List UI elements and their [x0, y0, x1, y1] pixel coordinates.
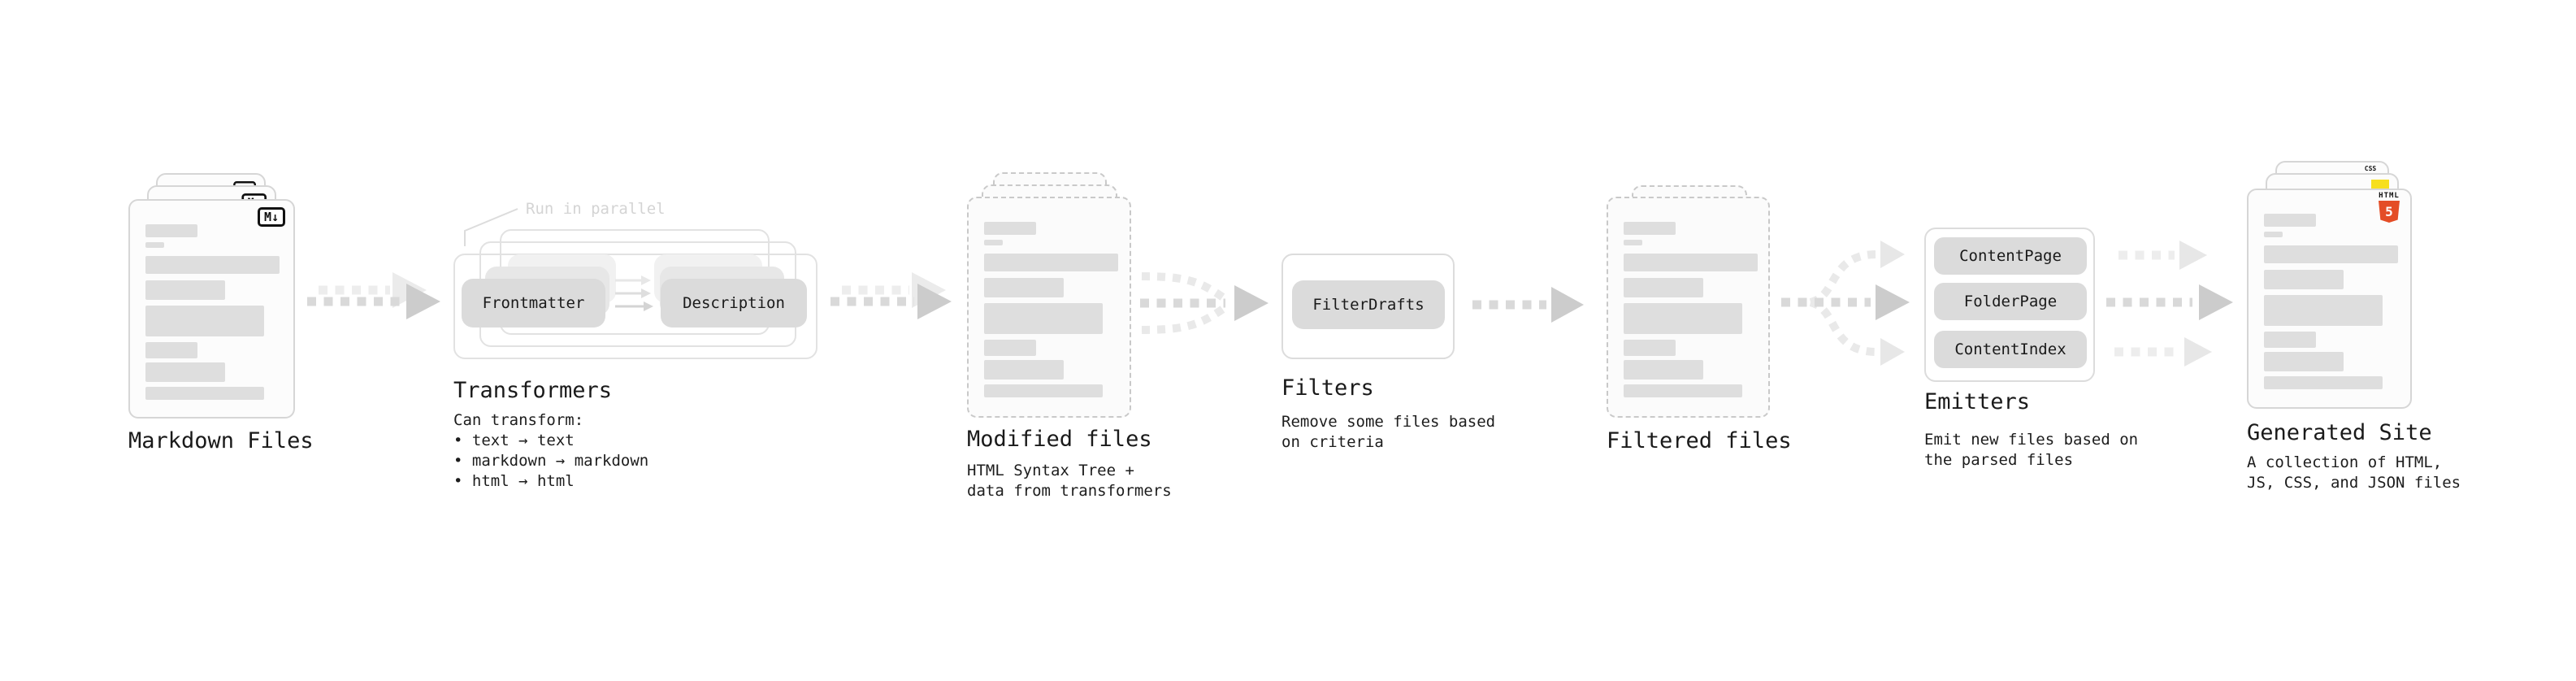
html5-icon-label: HTML [2379, 192, 2400, 200]
description-step: Description [661, 279, 807, 327]
folderpage-step: FolderPage [1934, 283, 2087, 320]
skeleton-text-bar [145, 306, 264, 336]
modified-files-label: Modified files [967, 427, 1152, 452]
filters-container [1281, 254, 1455, 359]
skeleton-text-bar [2264, 232, 2283, 237]
arrow-emitters-to-generated [2106, 241, 2233, 367]
skeleton-text-bar [1624, 360, 1703, 380]
skeleton-text-bar [984, 303, 1103, 334]
skeleton-text-bar [145, 342, 197, 358]
arrow-filters-to-filtered [1472, 287, 1584, 323]
skeleton-text-bar [1624, 278, 1703, 297]
html5-icon: HTML 5 [2379, 192, 2400, 223]
emitters-label: Emitters [1924, 389, 2031, 414]
html5-icon-shield: 5 [2379, 201, 2400, 223]
skeleton-text-bar [1624, 222, 1676, 235]
skeleton-text-bar [1624, 303, 1742, 334]
skeleton-text-bar [984, 222, 1036, 235]
js-icon [2371, 180, 2389, 189]
arrow-filtered-to-emitters [1781, 241, 1910, 366]
markdown-icon: M↓ [257, 207, 285, 227]
skeleton-text-bar [984, 384, 1103, 397]
filtered-files-label: Filtered files [1607, 428, 1792, 453]
generated-site-description: A collection of HTML, JS, CSS, and JSON … [2247, 453, 2461, 492]
skeleton-text-bar [1624, 240, 1642, 245]
markdown-files-label: Markdown Files [128, 428, 314, 453]
html5-icon-number: 5 [2385, 204, 2393, 219]
skeleton-text-bar [2264, 376, 2383, 389]
skeleton-text-bar [2264, 295, 2383, 326]
emitters-description: Emit new files based on the parsed files [1924, 431, 2139, 469]
arrow-modified-to-filters [1140, 272, 1268, 334]
modified-files-description: HTML Syntax Tree + data from transformer… [967, 462, 1172, 500]
skeleton-text-bar [1624, 340, 1676, 356]
skeleton-text-bar [145, 362, 225, 382]
arrow-transformers-to-modified [830, 272, 952, 319]
skeleton-text-bar [2264, 270, 2344, 289]
markdown-file-card-front: M↓ [128, 199, 295, 419]
emitters-container [1924, 228, 2095, 382]
skeleton-text-bar [984, 360, 1064, 380]
skeleton-text-bar [1624, 254, 1758, 271]
skeleton-text-bar [2264, 352, 2344, 371]
skeleton-text-bar [145, 224, 197, 237]
filters-description: Remove some files based on criteria [1281, 413, 1496, 451]
skeleton-text-bar [984, 340, 1036, 356]
transformers-label: Transformers [453, 378, 613, 403]
skeleton-text-bar [145, 280, 225, 300]
skeleton-text-bar [984, 254, 1118, 271]
skeleton-text-bar [984, 240, 1003, 245]
skeleton-text-bar [1624, 384, 1742, 397]
contentpage-step: ContentPage [1934, 237, 2087, 275]
filterdrafts-step: FilterDrafts [1292, 280, 1445, 329]
modified-file-card-front [967, 197, 1131, 418]
transformer-container-front [453, 254, 817, 359]
skeleton-text-bar [145, 242, 164, 248]
css-icon-label: CSS [2364, 165, 2377, 172]
generated-file-card-front: HTML 5 [2247, 189, 2412, 409]
arrow-markdown-to-transformers [307, 272, 440, 319]
generated-site-label: Generated Site [2247, 420, 2432, 445]
skeleton-text-bar [2264, 214, 2316, 227]
skeleton-text-bar [2264, 332, 2316, 348]
filtered-file-card-front [1607, 197, 1770, 418]
skeleton-text-bar [2264, 245, 2398, 263]
run-in-parallel-annotation: Run in parallel [526, 200, 666, 218]
skeleton-text-bar [145, 387, 264, 400]
frontmatter-step: Frontmatter [462, 279, 605, 327]
filters-label: Filters [1281, 375, 1374, 401]
contentindex-step: ContentIndex [1934, 331, 2087, 368]
skeleton-text-bar [145, 256, 280, 274]
skeleton-text-bar [984, 278, 1064, 297]
transformers-description: Can transform: • text → text • markdown … [453, 411, 649, 490]
